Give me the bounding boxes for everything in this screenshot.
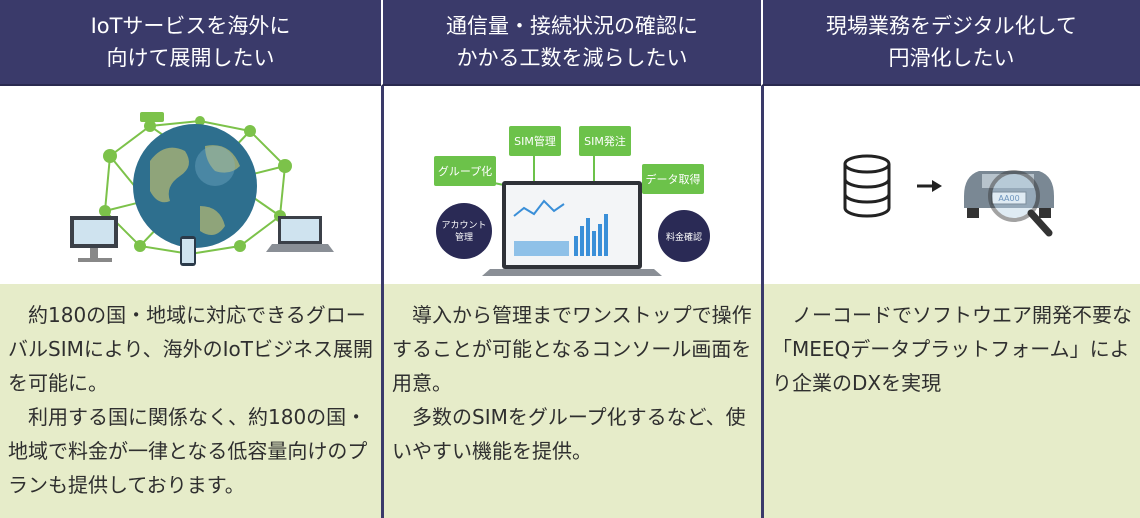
account-circle [436,203,492,259]
header-line: 通信量・接続状況の確認に [446,14,698,38]
header-line: 向けて展開したい [106,46,275,70]
illustration-data-platform: AA00 [761,86,1140,284]
column-header-1: IoTサービスを海外に 向けて展開したい [0,0,381,86]
globe-network-icon [70,112,334,266]
group-tag [434,156,496,186]
sim-order-tag [579,126,631,156]
fee-label: 料金確認 [666,231,702,243]
column-body-2: 導入から管理までワンストップで操作することが可能となるコンソール画面を用意。 多… [381,284,761,518]
header-line: 現場業務をデジタル化して [826,14,1077,38]
sim-manage-label: SIM管理 [514,134,556,148]
body-paragraph: 多数のSIMをグループ化するなど、使いやすい機能を提供。 [392,405,746,463]
header-line: かかる工数を減らしたい [456,46,688,70]
body-paragraph: ノーコードでソフトウエア開発不要な「MEEQデータプラットフォーム」により企業の… [772,303,1132,395]
account-label-2: 管理 [455,231,473,243]
account-label: アカウント [441,220,486,231]
header-line: IoTサービスを海外に [90,14,291,38]
header-line: 円滑化したい [888,46,1015,70]
database-icon [843,154,891,218]
arrow-right-icon [917,180,942,192]
illustration-global-network [0,86,381,284]
sim-order-label: SIM発注 [584,134,626,148]
data-get-label: データ取得 [646,172,701,186]
body-paragraph: 導入から管理までワンストップで操作することが可能となるコンソール画面を用意。 [392,303,752,395]
column-header-3: 現場業務をデジタル化して 円滑化したい [761,0,1140,86]
illustration-console: SIM管理 SIM発注 グループ化 データ取得 アカウント 管理 [381,86,761,284]
group-label: グループ化 [438,164,492,178]
column-header-2: 通信量・接続状況の確認に かかる工数を減らしたい [381,0,761,86]
column-body-3: ノーコードでソフトウエア開発不要な「MEEQデータプラットフォーム」により企業の… [761,284,1140,518]
column-body-1: 約180の国・地域に対応できるグローバルSIMにより、海外のIoTビジネス展開を… [0,284,381,518]
car-icon: AA00 [964,171,1054,218]
fee-circle [658,210,710,262]
magnifier-icon [988,170,1053,237]
console-diagram: SIM管理 SIM発注 グループ化 データ取得 アカウント 管理 [434,126,710,276]
sim-manage-tag [509,126,561,156]
data-platform-diagram: AA00 [843,154,1054,237]
body-paragraph: 約180の国・地域に対応できるグローバルSIMにより、海外のIoTビジネス展開を… [8,303,374,395]
license-plate-text: AA00 [998,194,1019,203]
data-get-tag [642,164,704,194]
body-paragraph: 利用する国に関係なく、約180の国・地域で料金が一律となる低容量向けのプランも提… [8,405,368,497]
